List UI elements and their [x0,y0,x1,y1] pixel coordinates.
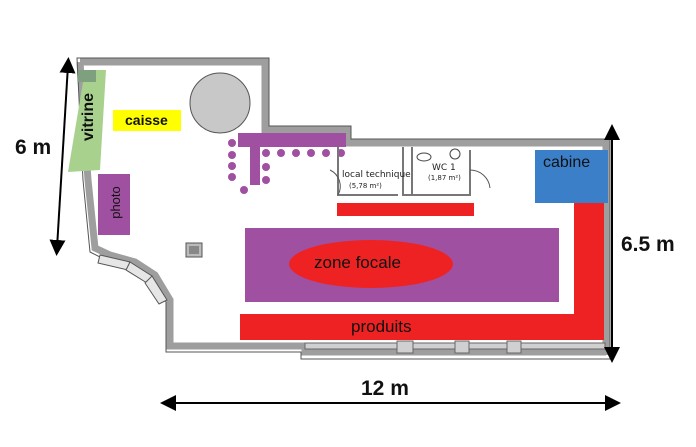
vitrine-corner-post [78,70,96,82]
caisse-zone [113,110,181,131]
bottom-windows [304,340,606,354]
cabine-zone [535,150,608,203]
dimension-label-left: 6 m [15,136,52,159]
round-pillar [189,72,251,134]
focal-zone-label: zone focale [314,253,401,272]
angled-window [97,254,168,305]
products-shelf-top [337,203,474,216]
wc-area: (1,87 m²) [428,174,461,182]
dimension-label-bottom: 12 m [361,377,409,400]
photo-label: photo [107,186,123,219]
vitrine-zone [68,70,106,172]
wc-label: WC 1 [432,163,456,173]
cabine-label: cabine [543,154,591,171]
dimension-label-right: 6.5 m [621,233,675,256]
wc-toilet [416,152,432,162]
dimension-line-left [49,57,76,256]
focal-ellipse [289,240,453,288]
display-unit [238,133,346,147]
display-dots [228,139,345,194]
wc-sink [449,148,461,160]
local-technique-label: local technique [342,170,411,180]
caisse-label: caisse [125,112,168,128]
products-shelf-bottom [240,314,604,340]
technical-door [329,169,341,196]
display-unit-leg [250,133,260,185]
local-technique-area: (5,78 m²) [349,182,382,190]
wc-door [469,169,491,189]
products-label: produits [351,317,412,336]
vitrine-label: vitrine [80,92,98,142]
photo-zone [98,174,130,235]
